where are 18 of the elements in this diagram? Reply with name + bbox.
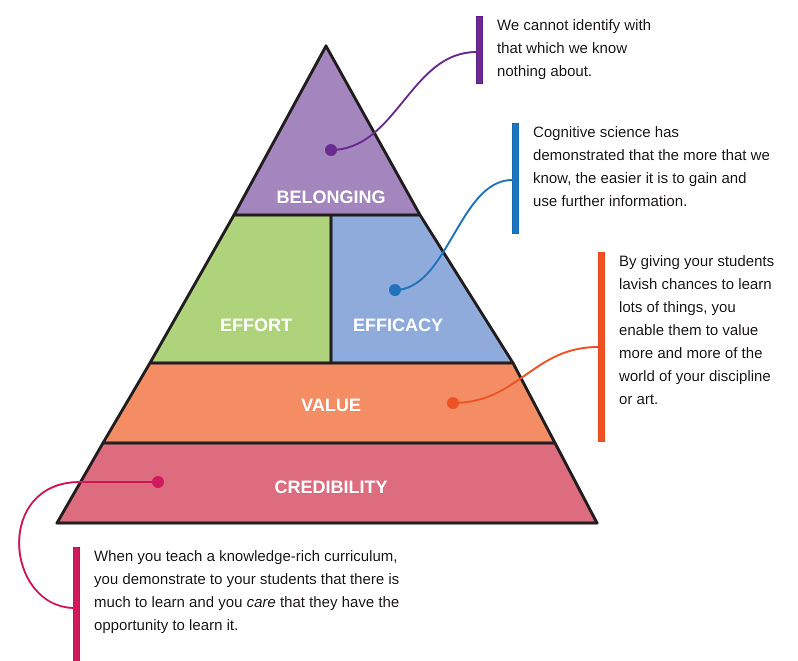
callout-note: When you teach a knowledge-rich curriculum, you demonstrate to your students that there is much to learn and you care that they have the opportunity to learn it.	[94, 547, 400, 636]
tier-label: BELONGING	[276, 188, 386, 206]
tier-label: CREDIBILITY	[274, 478, 388, 496]
tier-label: VALUE	[301, 396, 361, 414]
pyramid-tier	[103, 363, 555, 443]
pyramid-tier	[150, 215, 331, 363]
leader-line	[389, 179, 512, 296]
pyramid-tier	[234, 46, 420, 215]
callout-note: Cognitive science has demonstrated that the more that we know, the easier it is to gain and use further information.	[533, 123, 770, 212]
leader-line	[325, 51, 476, 156]
pyramid-tier	[331, 215, 513, 363]
leader-line	[18, 476, 164, 609]
tier-label: EFFICACY	[353, 316, 443, 334]
callout-note: By giving your students lavish chances to learn lots of things, you enable them to value more and more of the world of your discipline or art.	[619, 252, 776, 410]
pyramid-tier	[57, 443, 597, 523]
leader-line	[447, 346, 598, 409]
callout-note: We cannot identify with that which we know nothing about.	[497, 16, 652, 82]
tier-label: EFFORT	[220, 316, 292, 334]
